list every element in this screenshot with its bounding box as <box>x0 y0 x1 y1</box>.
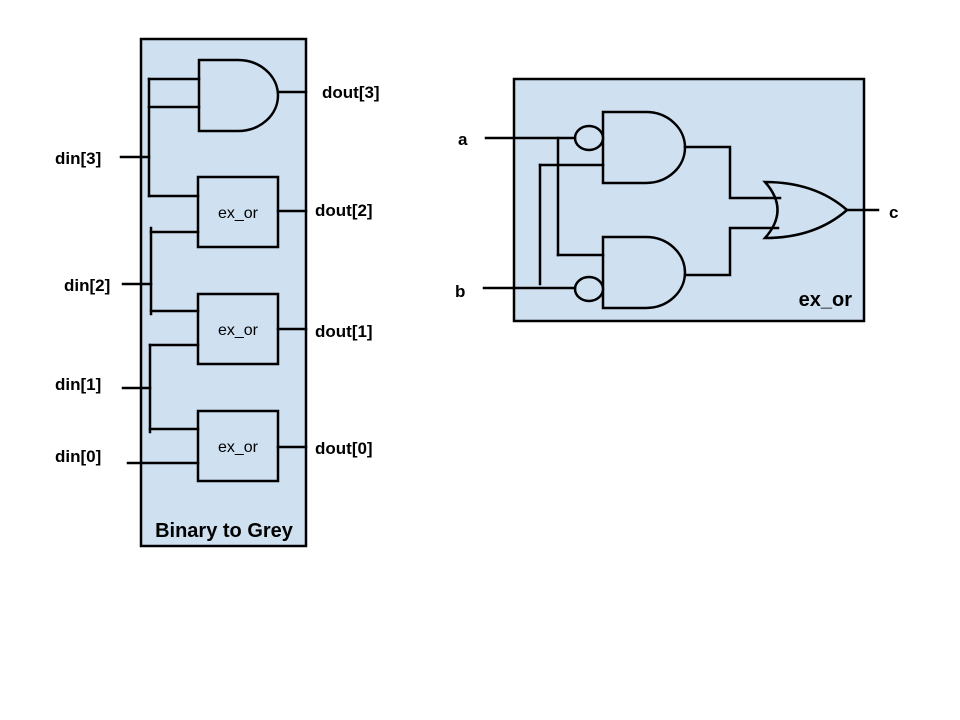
label-din0: din[0] <box>55 447 101 466</box>
and-gate-lower <box>601 235 687 310</box>
inverter-bubble-a <box>573 124 605 152</box>
wire-upper-to-or <box>683 145 782 200</box>
label-dout1: dout[1] <box>315 322 373 341</box>
and-gate-top <box>197 58 280 133</box>
ex-or-block-2 <box>196 292 280 366</box>
or-gate <box>762 180 849 240</box>
label-din3: din[3] <box>55 149 101 168</box>
label-din2: din[2] <box>64 276 110 295</box>
wire-lower-to-or <box>683 226 780 277</box>
title-binary-to-grey: Binary to Grey <box>155 520 294 542</box>
label-ex-or-2: ex_or <box>218 322 259 339</box>
inverter-bubble-b <box>573 275 605 303</box>
label-ex-or-3: ex_or <box>218 439 259 456</box>
label-b: b <box>455 282 465 301</box>
label-dout3: dout[3] <box>322 83 380 102</box>
ex-or-block-1 <box>196 175 280 249</box>
title-ex-or: ex_or <box>799 289 853 311</box>
label-a: a <box>458 130 468 149</box>
label-dout0: dout[0] <box>315 439 373 458</box>
and-gate-upper <box>601 110 687 185</box>
label-dout2: dout[2] <box>315 201 373 220</box>
label-c: c <box>889 203 898 222</box>
label-ex-or-1: ex_or <box>218 205 259 222</box>
label-din1: din[1] <box>55 375 101 394</box>
